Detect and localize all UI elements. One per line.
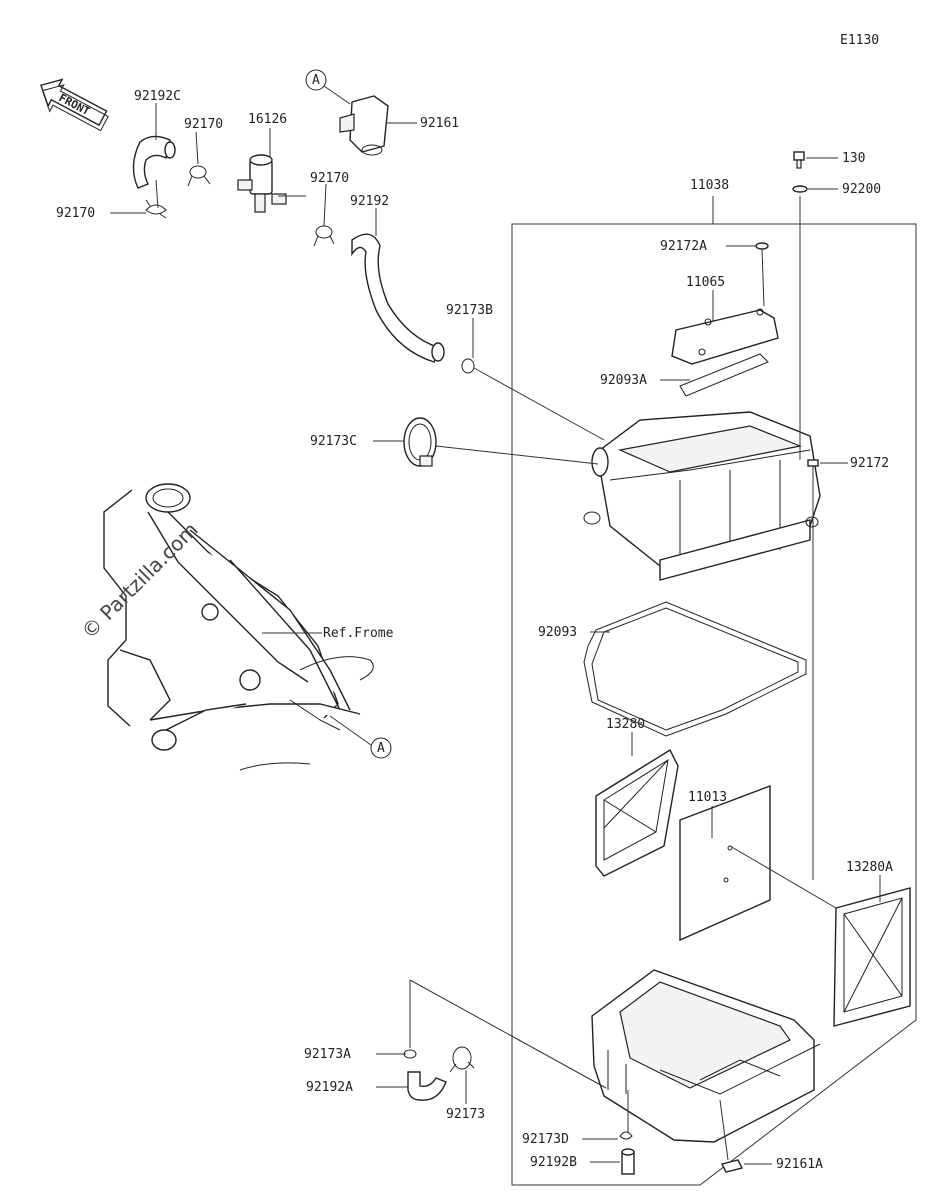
marker-a-frame: A: [329, 715, 392, 759]
label-92192: 92192: [350, 194, 389, 209]
svg-text:A: A: [312, 73, 320, 88]
label-92170-b: 92170: [310, 171, 349, 186]
frame-13280: [595, 749, 679, 877]
frame-13280A: [833, 887, 911, 1027]
part-92161A: [720, 1159, 744, 1173]
housing-lower: [591, 969, 821, 1143]
leader-lines: [110, 103, 881, 1165]
clamp-92173D: [619, 1131, 633, 1140]
label-92172: 92172: [850, 456, 889, 471]
reference-frame: [103, 483, 374, 771]
hose-92192: [351, 233, 445, 363]
label-92173: 92173: [446, 1107, 485, 1122]
washer-92200: [792, 185, 808, 460]
label-16126: 16126: [248, 112, 287, 127]
label-92173A: 92173A: [304, 1047, 351, 1062]
label-92161A: 92161A: [776, 1157, 823, 1172]
front-arrow-icon: FRONT: [40, 78, 109, 132]
ref-frame-label: Ref.Frome: [323, 626, 394, 641]
hose-92192C: [132, 135, 176, 189]
svg-text:A: A: [377, 741, 385, 756]
label-92093A: 92093A: [600, 373, 647, 388]
assembly-outline: [511, 196, 917, 1186]
housing-upper-11038: [583, 411, 821, 581]
bolt-92172: [807, 459, 819, 880]
cover-11065: [671, 308, 779, 365]
hose-92192A: [407, 1071, 447, 1101]
filter-11013: [679, 784, 771, 942]
clamp-92170-b: [313, 225, 335, 247]
gasket-92093A: [679, 353, 769, 397]
label-92173D: 92173D: [522, 1132, 569, 1147]
label-92192C: 92192C: [134, 89, 181, 104]
clamp-92173C: [403, 417, 437, 467]
watermark: © Partzilla.com: [77, 517, 203, 643]
gasket-92093: [583, 601, 807, 737]
label-92200: 92200: [842, 182, 881, 197]
label-92192A: 92192A: [306, 1080, 353, 1095]
part-92161: [339, 95, 389, 156]
part-labels: 92192C 92170 16126 92161 92170 92170 921…: [56, 89, 893, 1172]
clamp-92173B: [461, 358, 475, 374]
clamp-92170-c: [145, 199, 167, 219]
label-11038: 11038: [690, 178, 729, 193]
marker-a-top: A: [305, 69, 351, 105]
bolt-92172A: [755, 242, 769, 307]
clamp-92170-a: [187, 165, 211, 187]
label-92172A: 92172A: [660, 239, 707, 254]
clamp-92173: [449, 1046, 475, 1073]
plug-92192B: [621, 1148, 635, 1175]
label-92161: 92161: [420, 116, 459, 131]
label-11065: 11065: [686, 275, 725, 290]
label-92170-a: 92170: [184, 117, 223, 132]
label-13280: 13280: [606, 717, 645, 732]
label-130: 130: [842, 151, 865, 166]
label-92173C: 92173C: [310, 434, 357, 449]
label-13280A: 13280A: [846, 860, 893, 875]
label-92192B: 92192B: [530, 1155, 577, 1170]
label-92093: 92093: [538, 625, 577, 640]
valve-16126: [237, 154, 287, 213]
bolt-130: [793, 151, 805, 169]
label-92173B: 92173B: [446, 303, 493, 318]
diagram-code: E1130: [840, 33, 879, 48]
label-92170-c: 92170: [56, 206, 95, 221]
label-11013: 11013: [688, 790, 727, 805]
